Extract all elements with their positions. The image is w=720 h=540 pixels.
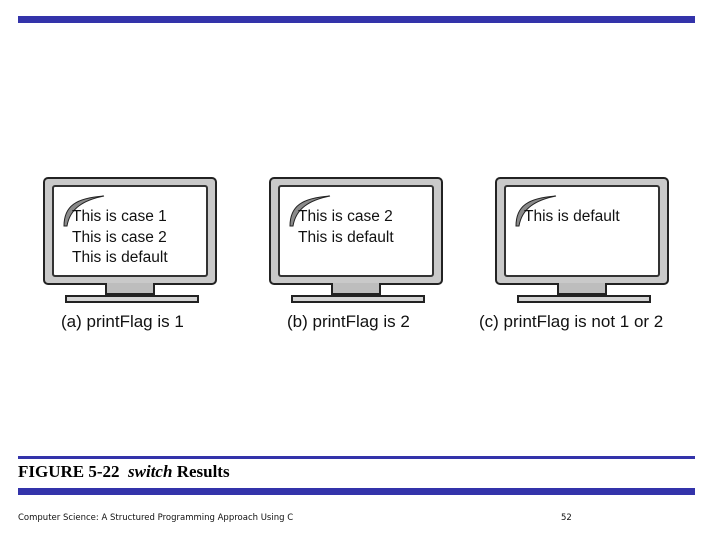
figure-keyword: switch <box>128 462 173 481</box>
output-line: This is default <box>298 228 394 246</box>
monitor-base <box>517 295 651 303</box>
monitor-screen: This is case 2 This is default <box>278 185 434 277</box>
output-line: This is case 1 <box>72 208 167 225</box>
footer-book-title: Computer Science: A Structured Programmi… <box>18 513 294 523</box>
panel-caption-b: (b) printFlag is 2 <box>287 312 410 331</box>
output-line: This is case 2 <box>72 228 167 246</box>
figure-label: FIGURE 5-22 <box>18 462 120 481</box>
monitor-b: This is case 2 This is default <box>269 177 446 305</box>
monitor-a: This is case 1 This is case 2 This is de… <box>43 177 220 305</box>
monitor-screen: This is default <box>504 185 660 277</box>
output-line: This is default <box>524 208 620 225</box>
panel-caption-c: (c) printFlag is not 1 or 2 <box>479 312 664 331</box>
bottom-accent-bar <box>18 488 695 495</box>
monitor-bezel: This is case 2 This is default <box>269 177 443 285</box>
monitor-neck <box>105 283 155 295</box>
monitor-neck <box>331 283 381 295</box>
output-line: This is case 2 <box>298 208 393 225</box>
title-rule <box>18 456 695 459</box>
monitor-bezel: This is default <box>495 177 669 285</box>
output-lines: This is default <box>524 207 620 228</box>
monitor-base <box>291 295 425 303</box>
panel-caption-a: (a) printFlag is 1 <box>61 312 184 331</box>
screen-glare-icon <box>289 195 331 227</box>
output-lines: This is case 2 This is default <box>298 207 394 248</box>
figure-title: FIGURE 5-22 switch Results <box>18 462 230 482</box>
monitor-bezel: This is case 1 This is case 2 This is de… <box>43 177 217 285</box>
monitor-base <box>65 295 199 303</box>
page-number: 52 <box>561 513 572 523</box>
top-accent-bar <box>18 16 695 23</box>
screen-glare-icon <box>515 195 557 227</box>
monitor-screen: This is case 1 This is case 2 This is de… <box>52 185 208 277</box>
monitor-c: This is default <box>495 177 672 305</box>
monitor-neck <box>557 283 607 295</box>
figure-suffix: Results <box>176 462 230 481</box>
output-lines: This is case 1 This is case 2 This is de… <box>72 207 168 269</box>
screen-glare-icon <box>63 195 105 227</box>
output-line: This is default <box>72 249 168 266</box>
